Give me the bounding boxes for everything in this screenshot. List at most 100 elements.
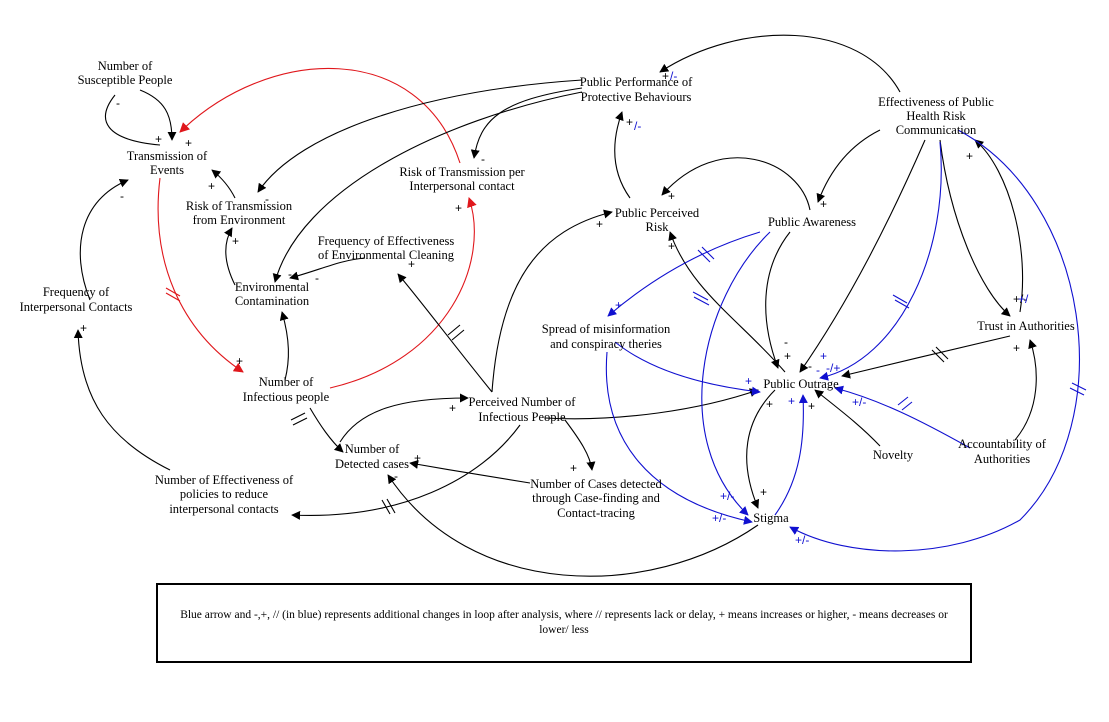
polarity-label: -/+ — [826, 361, 840, 375]
link-awareness-to-misinfo — [607, 231, 761, 317]
polarity-label: + — [408, 257, 415, 271]
node-trust-authorities: Trust in Authorities — [977, 319, 1075, 333]
polarity-label: + — [662, 69, 669, 83]
link-perceived-to-casefinding — [564, 419, 596, 471]
link-transmission-susceptible — [105, 94, 161, 146]
link-infectious-to-contamination — [279, 311, 289, 381]
link-novelty-to-outrage — [814, 389, 881, 447]
link-transmission-to-infectious — [157, 177, 244, 373]
link-ppb-to-contamination — [272, 91, 583, 283]
link-infectious-to-risk-contact — [329, 197, 477, 389]
polarity-label: /- — [670, 69, 677, 83]
link-ephrc-to-trust — [939, 139, 1011, 317]
polarity-label: + — [820, 349, 827, 363]
link-ephrc-to-awareness — [816, 129, 881, 203]
polarity-label: + — [455, 201, 462, 215]
polarity-label: - — [481, 152, 485, 166]
link-casefinding-to-detected — [409, 459, 531, 484]
delay-mark-blue — [892, 294, 910, 309]
polarity-label: - — [394, 469, 398, 483]
node-novelty: Novelty — [873, 448, 914, 462]
polarity-label: + — [155, 132, 162, 146]
link-policies-to-contacts — [73, 329, 171, 471]
link-perceived-to-cleaning — [397, 273, 493, 393]
polarity-label: + — [596, 217, 603, 231]
link-ephrc-to-stigma — [789, 129, 1080, 552]
polarity-label: + — [788, 394, 795, 408]
polarity-label: + — [414, 451, 421, 465]
polarity-label: +/- — [852, 395, 866, 409]
polarity-label: + — [760, 485, 767, 499]
link-susceptible-to-transmission — [139, 89, 177, 141]
red-loop-links — [157, 67, 477, 389]
link-awareness-to-outrage — [765, 231, 791, 369]
legend-text: Blue arrow and -,+, // (in blue) represe… — [180, 609, 948, 636]
polarity-signs: - + + + - + - + - - + - + + + + - + + + … — [80, 69, 1027, 499]
delay-mark — [447, 324, 465, 341]
node-public-awareness: Public Awareness — [768, 215, 856, 229]
polarity-label: +/- — [712, 511, 726, 525]
polarity-label: + — [1013, 341, 1020, 355]
link-perceived-to-perceived-risk — [491, 209, 613, 393]
polarity-label: + — [615, 298, 622, 312]
polarity-label: + — [626, 115, 633, 129]
polarity-label: +/- — [1013, 292, 1027, 306]
polarity-label: - — [120, 189, 124, 203]
link-outrage-to-risk — [668, 231, 786, 373]
link-contamination-to-risk-env — [224, 227, 236, 286]
delay-mark-blue — [897, 396, 913, 411]
link-awareness-to-risk — [661, 157, 811, 211]
polarity-label: - — [288, 267, 292, 281]
link-cleaning-to-contamination — [289, 257, 366, 281]
link-contacts-to-transmission — [79, 178, 129, 301]
polarity-label: - — [784, 335, 788, 349]
black-links — [73, 34, 1037, 577]
link-misinfo-to-outrage — [614, 341, 761, 396]
polarity-label: + — [668, 239, 675, 253]
delay-mark — [381, 498, 396, 515]
legend-box: Blue arrow and -,+, // (in blue) represe… — [156, 583, 972, 663]
polarity-label: + — [449, 401, 456, 415]
polarity-label: +/- — [795, 533, 809, 547]
link-ppb-to-risk-env — [257, 79, 583, 193]
link-perceived-to-outrage — [544, 388, 759, 420]
delay-mark-blue — [697, 246, 715, 263]
polarity-label: + — [236, 354, 243, 368]
delay-mark — [290, 412, 308, 426]
polarity-label: +/ — [1018, 292, 1029, 306]
delay-marks — [165, 246, 1087, 515]
polarity-label: + — [80, 321, 87, 335]
polarity-label: - — [816, 363, 820, 377]
link-risk-env-to-transmission — [211, 169, 236, 199]
link-ephrc-to-outrage-blue — [819, 141, 942, 381]
node-stigma: Stigma — [753, 511, 789, 525]
link-ephrc-to-ppb — [659, 34, 901, 93]
delay-mark — [931, 346, 949, 363]
polarity-label: + — [570, 461, 577, 475]
polarity-label: + — [185, 136, 192, 150]
link-accountability-to-trust — [1014, 339, 1037, 441]
link-ppb-to-risk-contact — [470, 87, 583, 159]
link-risk-contact-to-transmission — [179, 67, 461, 164]
polarity-label: +/- — [720, 489, 734, 503]
polarity-label: + — [766, 397, 773, 411]
polarity-label: + — [966, 149, 973, 163]
link-accountability-to-outrage — [834, 385, 971, 449]
link-ephrc-to-outrage — [799, 139, 926, 373]
polarity-label: + — [784, 349, 791, 363]
link-trust-to-ephrc — [974, 139, 1024, 313]
